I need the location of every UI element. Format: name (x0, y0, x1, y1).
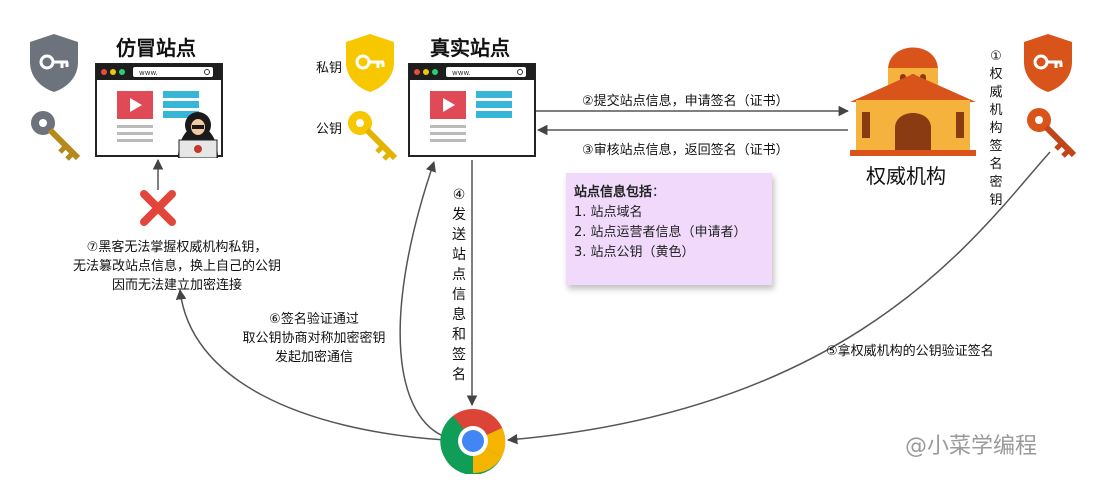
chrome-browser-icon (440, 409, 506, 474)
step5-label: ⑤拿权威机构的公钥验证签名 (826, 344, 994, 359)
arrow-step5 (506, 151, 1051, 445)
step7-text: ⑦黑客无法掌握权威机构私钥， 无法篡改站点信息，换上自己的公钥 因而无法建立加密… (72, 240, 281, 293)
real-site-browser: www. (408, 63, 536, 157)
arrow-step6 (399, 161, 449, 439)
site-info-note: 站点信息包括： 1. 站点域名 2. 站点运营者信息（申请者） 3. 站点公钥（… (566, 173, 772, 285)
note-item: 2. 站点运营者信息（申请者） (574, 225, 747, 240)
failed-cross-icon (140, 190, 176, 226)
real-site-url: www. (452, 69, 471, 77)
note-item: 1. 站点域名 (574, 205, 643, 220)
gray-shield-key-icon (30, 34, 78, 92)
note-item: 3. 站点公钥（黄色） (574, 245, 695, 260)
public-key-label: 公钥 (316, 122, 343, 137)
gold-key-icon (348, 111, 398, 161)
authority-building-icon (850, 47, 976, 156)
step3-label: ③审核站点信息，返回签名（证书） (582, 143, 789, 158)
fake-site-url: www. (139, 69, 158, 77)
watermark: @小菜学编程 (905, 434, 1038, 459)
orange-key-icon (1027, 108, 1077, 158)
authority-title: 权威机构 (866, 164, 946, 188)
step2-label: ②提交站点信息，申请签名（证书） (582, 94, 789, 109)
arrow-step7 (175, 288, 446, 441)
step6-text: ⑥签名验证通过 取公钥协商对称加密密钥 发起加密通信 (242, 312, 386, 365)
gray-key-icon (31, 111, 81, 161)
gold-shield-key-icon (346, 34, 394, 92)
private-key-label: 私钥 (316, 61, 343, 76)
authority-key-vertical-text: ① 权威 机构 签名 密钥 (989, 49, 1003, 208)
note-title: 站点信息包括 (574, 185, 653, 200)
fake-site-title: 仿冒站点 (116, 36, 196, 60)
hacker-icon (178, 112, 218, 158)
real-site-title: 真实站点 (430, 36, 510, 60)
orange-shield-key-icon (1024, 34, 1072, 92)
